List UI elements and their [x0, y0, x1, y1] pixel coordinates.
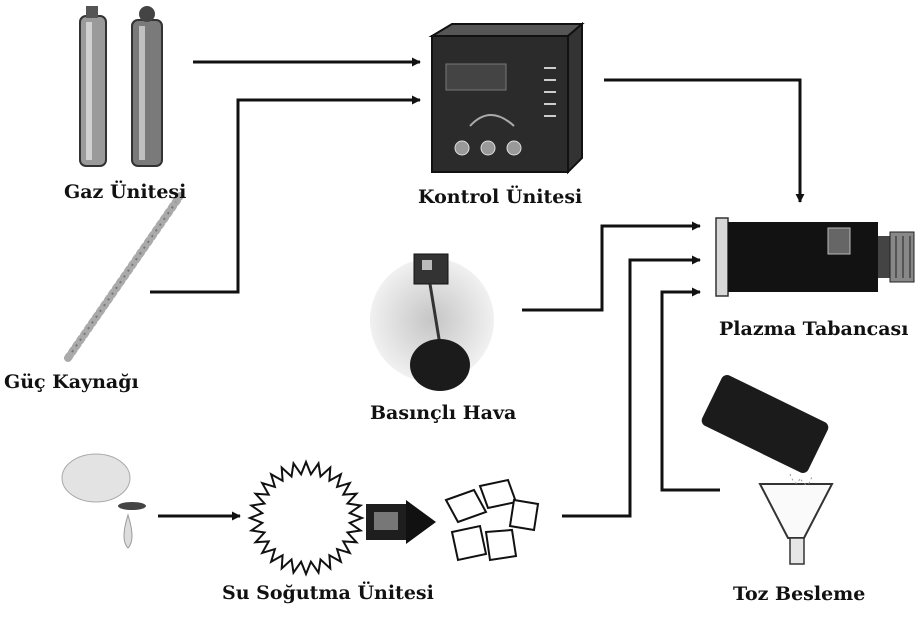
label-gas-unit: Gaz Ünitesi [64, 181, 186, 203]
arrow-powder-to-plasma [662, 292, 720, 490]
cooling-sun-icon [250, 462, 362, 574]
plasma-gun-icon [716, 218, 914, 296]
water-drop-icon [62, 454, 146, 548]
power-cable-icon [68, 196, 180, 358]
ice-cubes-icon [446, 480, 538, 560]
label-compressed-air: Basınçlı Hava [370, 402, 516, 424]
arrow-power-to-control [150, 100, 420, 292]
label-control-unit: Kontrol Ünitesi [418, 186, 582, 208]
label-water-cooling: Su Soğutma Ünitesi [222, 582, 434, 604]
label-plasma-gun: Plazma Tabancası [719, 318, 908, 340]
arrow-water-to-plasma [562, 260, 700, 516]
control-unit-icon [432, 24, 582, 172]
gas-cylinders-icon [80, 6, 162, 166]
arrow-control-to-plasma [604, 80, 800, 202]
powder-feeder-icon [700, 373, 832, 564]
pump-box-icon [366, 500, 436, 544]
compressed-air-icon [370, 254, 494, 391]
arrow-air-to-plasma [522, 226, 700, 310]
label-powder-feed: Toz Besleme [733, 583, 865, 605]
label-power-supply: Güç Kaynağı [4, 371, 139, 393]
